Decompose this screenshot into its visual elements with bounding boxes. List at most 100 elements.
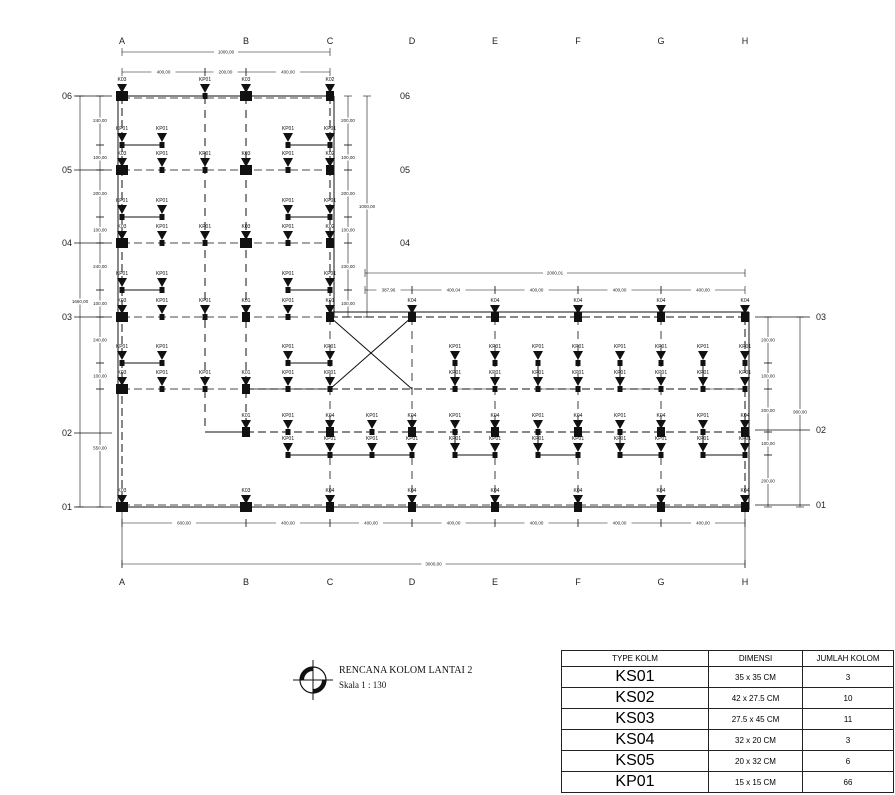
- column-kp01: [202, 386, 208, 392]
- column-kp01: [700, 360, 706, 366]
- dimension-label-bg: [441, 287, 466, 293]
- dimension-label-bg: [89, 300, 111, 307]
- dimension-label-bg: [337, 117, 359, 124]
- column-marker-icon: [656, 420, 666, 429]
- grid-label-01: 01: [816, 500, 826, 510]
- column-k02: [326, 91, 334, 101]
- column-tag: KP01: [366, 436, 378, 442]
- column-tag: K03: [118, 488, 127, 494]
- column-marker-icon: [325, 205, 335, 214]
- dimension-label-bg: [337, 154, 359, 161]
- column-k04: [574, 312, 582, 322]
- column-marker-icon: [283, 443, 293, 452]
- column-kp01: [119, 287, 125, 293]
- column-marker-icon: [407, 420, 417, 429]
- column-tag: KP01: [199, 151, 211, 157]
- column-tag: K03: [118, 77, 127, 83]
- column-tag: KP01: [489, 344, 501, 350]
- column-marker-icon: [157, 305, 167, 314]
- section-symbol-icon: [293, 660, 333, 700]
- column-k03: [240, 91, 252, 101]
- column-marker-icon: [656, 443, 666, 452]
- grid-label-E: E: [492, 577, 498, 587]
- dimension-label: 240,00: [93, 118, 107, 123]
- dimension-label: 200,00: [341, 191, 355, 196]
- cell-count: 10: [802, 687, 894, 709]
- column-marker-icon: [241, 495, 251, 504]
- column-marker-icon: [740, 305, 750, 314]
- dimension-label: 400,00: [613, 521, 627, 526]
- column-kp01: [742, 452, 748, 458]
- column-kp01: [535, 429, 541, 435]
- column-marker-icon: [325, 278, 335, 287]
- dimension-label-bg: [89, 154, 111, 161]
- column-marker-icon: [325, 158, 335, 167]
- column-marker-icon: [490, 377, 500, 386]
- column-kp01: [159, 167, 165, 173]
- column-kp01: [452, 360, 458, 366]
- column-marker-icon: [740, 377, 750, 386]
- grid-label-F: F: [575, 577, 581, 587]
- column-marker-icon: [157, 377, 167, 386]
- column-tag: KP01: [282, 126, 294, 132]
- column-marker-icon: [117, 351, 127, 360]
- column-k03: [116, 165, 128, 175]
- column-tag: KP01: [116, 271, 128, 277]
- title-block: RENCANA KOLOM LANTAI 2 Skala 1 : 130: [293, 660, 472, 700]
- column-k04: [574, 427, 582, 437]
- column-tag: KP01: [532, 344, 544, 350]
- dimension-label: 200,00: [93, 191, 107, 196]
- dimension-label-bg: [276, 520, 300, 526]
- column-marker-icon: [450, 420, 460, 429]
- column-marker-icon: [367, 443, 377, 452]
- grid-label-03: 03: [62, 312, 72, 322]
- column-marker-icon: [283, 158, 293, 167]
- dimension-label: 400,00: [613, 288, 627, 293]
- cell-count: 11: [802, 708, 894, 730]
- column-kp01: [159, 287, 165, 293]
- cell-type: KS05: [561, 750, 709, 772]
- column-tag: K03: [242, 151, 251, 157]
- column-marker-icon: [533, 351, 543, 360]
- column-marker-icon: [117, 133, 127, 142]
- column-kp01: [285, 287, 291, 293]
- cell-type: KS04: [561, 729, 709, 751]
- column-tag: KP01: [324, 198, 336, 204]
- column-kp01: [285, 452, 291, 458]
- dimension-label-bg: [441, 520, 466, 526]
- dimension-label: 100,00: [341, 155, 355, 160]
- column-tag: KP01: [697, 370, 709, 376]
- column-k01: [242, 384, 250, 394]
- cell-count: 3: [802, 666, 894, 688]
- column-k04: [657, 312, 665, 322]
- grid-label-H: H: [742, 36, 749, 46]
- dimension-label: 100,00: [341, 228, 355, 233]
- column-tag: KP01: [156, 271, 168, 277]
- column-kp01: [285, 167, 291, 173]
- column-tag: K02: [326, 77, 335, 83]
- column-marker-icon: [283, 205, 293, 214]
- column-tag: KP01: [282, 271, 294, 277]
- column-k04: [491, 502, 499, 512]
- column-tag: K04: [491, 488, 500, 494]
- column-kp01: [285, 142, 291, 148]
- dimension-label-bg: [89, 373, 111, 379]
- column-tag: KP01: [655, 436, 667, 442]
- column-kp01: [409, 452, 415, 458]
- header-count: JUMLAH KOLOM: [802, 650, 894, 667]
- column-tag: K02: [326, 224, 335, 230]
- column-kp01: [285, 240, 291, 246]
- column-marker-icon: [157, 278, 167, 287]
- column-marker-icon: [283, 278, 293, 287]
- dimension-label: 400,00: [364, 521, 378, 526]
- column-tag: KP01: [156, 298, 168, 304]
- grid-label-01: 01: [62, 502, 72, 512]
- column-k04: [326, 427, 334, 437]
- column-kp01: [159, 142, 165, 148]
- column-k03: [116, 384, 128, 394]
- column-kp01: [452, 386, 458, 392]
- column-tag: KP01: [282, 151, 294, 157]
- grid-label-D: D: [409, 36, 416, 46]
